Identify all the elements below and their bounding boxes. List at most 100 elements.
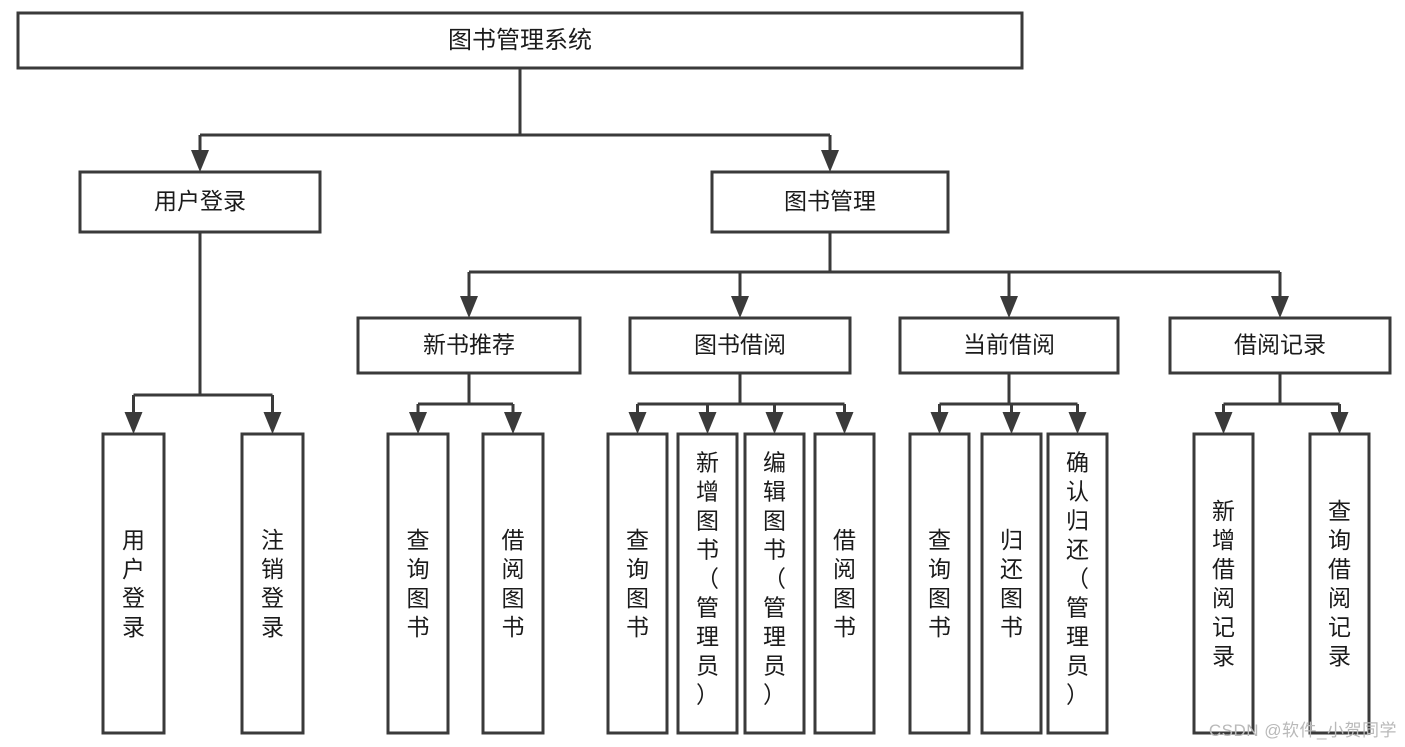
node-label-leaf-confirm-return: 员 <box>1066 653 1089 679</box>
node-borrow-record[interactable]: 借阅记录 <box>1168 316 1392 375</box>
node-label-leaf-add-book: 管 <box>696 595 719 621</box>
node-box-leaf-query-book-current <box>908 432 971 735</box>
node-label-leaf-confirm-return: 归 <box>1066 508 1089 534</box>
node-label-leaf-borrow-book-new: 图 <box>502 585 525 611</box>
node-label-leaf-edit-book: 书 <box>763 537 786 563</box>
node-label-leaf-add-borrow-record: 录 <box>1212 643 1235 669</box>
node-root[interactable]: 图书管理系统 <box>16 11 1024 70</box>
node-label-leaf-user-login: 登 <box>122 585 145 611</box>
node-label-leaf-borrow-book-new: 书 <box>502 614 525 640</box>
arrow-head-icon <box>1271 296 1289 318</box>
node-label-leaf-borrow-book: 阅 <box>833 556 856 582</box>
node-label-leaf-query-borrow-record: 记 <box>1328 614 1351 640</box>
node-box-leaf-add-book <box>676 432 739 735</box>
node-label-leaf-add-borrow-record: 阅 <box>1212 585 1235 611</box>
node-box-current-borrow <box>898 316 1120 375</box>
node-label-leaf-query-book-current: 图 <box>928 585 951 611</box>
node-label-leaf-edit-book: 编 <box>763 450 786 476</box>
arrow-head-icon <box>1002 412 1021 434</box>
node-box-user-login <box>78 170 322 234</box>
node-label-leaf-confirm-return: 确 <box>1066 450 1089 476</box>
node-label-leaf-confirm-return: 管 <box>1066 595 1089 621</box>
arrow-head-icon <box>765 412 784 434</box>
node-label-leaf-borrow-book-new: 阅 <box>502 556 525 582</box>
node-current-borrow[interactable]: 当前借阅 <box>898 316 1120 375</box>
arrow-head-icon <box>1000 296 1018 318</box>
node-label-leaf-add-borrow-record: 新 <box>1212 498 1235 524</box>
node-label-leaf-query-book-current: 书 <box>928 614 951 640</box>
node-book-management[interactable]: 图书管理 <box>710 170 950 234</box>
node-label-current-borrow: 当前借阅 <box>963 332 1055 358</box>
node-user-login[interactable]: 用户登录 <box>78 170 322 234</box>
node-label-leaf-query-book-current: 询 <box>928 556 951 582</box>
node-label-leaf-return-book: 书 <box>1000 614 1023 640</box>
arrow-head-icon <box>504 412 522 434</box>
node-label-leaf-add-book: ） <box>696 682 719 708</box>
node-label-leaf-return-book: 归 <box>1000 527 1023 553</box>
arrow-head-icon <box>263 412 282 434</box>
node-label-user-login: 用户登录 <box>154 188 246 214</box>
node-label-leaf-confirm-return: 还 <box>1066 537 1089 563</box>
arrow-head-icon <box>1068 412 1087 434</box>
node-box-borrow-record <box>1168 316 1392 375</box>
node-label-leaf-confirm-return: ） <box>1066 682 1089 708</box>
node-label-leaf-return-book: 还 <box>1000 556 1023 582</box>
node-layer: 图书管理系统用户登录图书管理新书推荐图书借阅当前借阅借阅记录用户登录注销登录查询… <box>16 11 1392 735</box>
node-label-new-book-recommend: 新书推荐 <box>423 332 515 358</box>
node-label-leaf-user-login: 户 <box>122 556 145 582</box>
node-label-leaf-query-book-borrow: 询 <box>626 556 649 582</box>
node-label-leaf-edit-book: 辑 <box>763 479 786 505</box>
node-label-book-management: 图书管理 <box>784 188 876 214</box>
node-new-book-recommend[interactable]: 新书推荐 <box>356 316 582 375</box>
node-label-leaf-confirm-return: （ <box>1066 566 1089 592</box>
node-leaf-user-login[interactable]: 用户登录 <box>101 432 166 735</box>
node-label-leaf-query-book-new: 图 <box>407 585 430 611</box>
arrow-head-icon <box>835 412 854 434</box>
arrow-head-icon <box>731 296 749 318</box>
node-book-borrow[interactable]: 图书借阅 <box>628 316 852 375</box>
node-label-leaf-add-borrow-record: 借 <box>1212 556 1235 582</box>
node-label-leaf-query-borrow-record: 录 <box>1328 643 1351 669</box>
node-box-leaf-query-book-new <box>386 432 450 735</box>
node-box-leaf-return-book <box>980 432 1043 735</box>
node-box-leaf-user-login <box>101 432 166 735</box>
node-label-leaf-edit-book: 图 <box>763 508 786 534</box>
node-label-leaf-add-book: 新 <box>696 450 719 476</box>
node-label-leaf-query-borrow-record: 查 <box>1328 498 1351 524</box>
node-label-leaf-add-book: 理 <box>696 624 719 650</box>
node-box-leaf-borrow-book-new <box>481 432 545 735</box>
node-label-leaf-borrow-book: 图 <box>833 585 856 611</box>
node-label-leaf-query-borrow-record: 询 <box>1328 527 1351 553</box>
arrow-head-icon <box>409 412 427 434</box>
node-label-leaf-user-logout: 注 <box>261 527 284 553</box>
arrow-head-icon <box>1214 412 1233 434</box>
node-label-leaf-borrow-book: 借 <box>833 527 856 553</box>
node-box-leaf-user-logout <box>240 432 305 735</box>
node-box-leaf-edit-book <box>743 432 806 735</box>
node-box-root <box>16 11 1024 70</box>
node-box-book-borrow <box>628 316 852 375</box>
arrow-head-icon <box>1330 412 1349 434</box>
node-label-leaf-borrow-book: 书 <box>833 614 856 640</box>
arrow-head-icon <box>628 412 647 434</box>
node-label-leaf-user-login: 用 <box>122 527 145 553</box>
node-label-leaf-confirm-return: 认 <box>1066 479 1089 505</box>
node-label-leaf-confirm-return: 理 <box>1066 624 1089 650</box>
node-box-leaf-add-borrow-record <box>1192 432 1255 735</box>
connector-layer <box>124 68 1349 434</box>
node-label-leaf-query-borrow-record: 阅 <box>1328 585 1351 611</box>
arrow-head-icon <box>821 150 839 172</box>
